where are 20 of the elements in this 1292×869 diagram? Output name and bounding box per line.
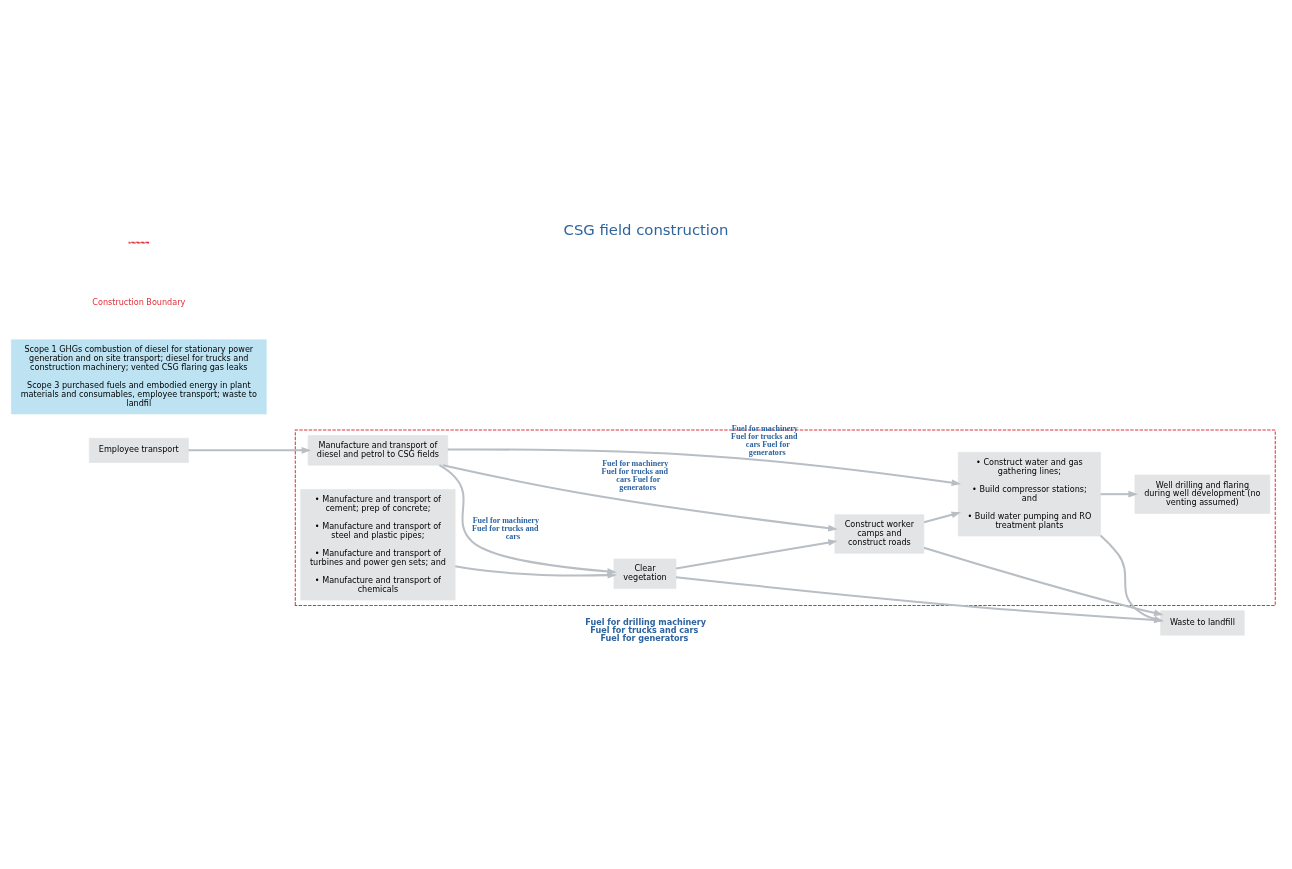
diagram-title: CSG field construction <box>563 220 729 238</box>
node-box: Waste to landfill <box>1160 610 1245 635</box>
legend-label: Construction Boundary <box>92 296 186 307</box>
arrow <box>188 446 312 454</box>
node-box: Well drilling and flaring during well development (no venting assumed) <box>1134 474 1271 514</box>
node-box: • Manufacture and transport of cement; prep of concrete; • Manufacture and transport of steel and plastic pipes; • Manufacture and transport of turbines and power gen sets; and • Manufacture and transport of chemicals <box>300 488 456 600</box>
node-box: Construct worker camps and construct roads <box>834 513 925 554</box>
node-box: • Construct water and gas gathering lines; • Build compressor stations; and • Build water pumping and RO treatment plants <box>957 451 1101 536</box>
arrow <box>675 538 838 570</box>
node-box: Clear vegetation <box>613 558 677 589</box>
arrow <box>447 448 962 486</box>
label: Fuel for drilling machinery Fuel for trucks and cars Fuel for generators <box>585 616 706 643</box>
arrow <box>438 463 617 575</box>
arrow <box>1100 490 1138 497</box>
node-box: Manufacture and transport of diesel and petrol to CSG fields <box>307 434 449 465</box>
node-box: Employee transport <box>88 437 189 463</box>
node-box: Scope 1 GHGs combustion of diesel for stationary power generation and on site transport; diesel for trucks and construction machinery; vented CSG flaring gas leaks Scope 3 purchased fuels and embodied energy in plant materials and consumables, employee transport; waste to landfil <box>11 338 267 414</box>
arrow <box>442 463 838 531</box>
arrow <box>923 511 962 523</box>
arrow <box>923 546 1164 616</box>
